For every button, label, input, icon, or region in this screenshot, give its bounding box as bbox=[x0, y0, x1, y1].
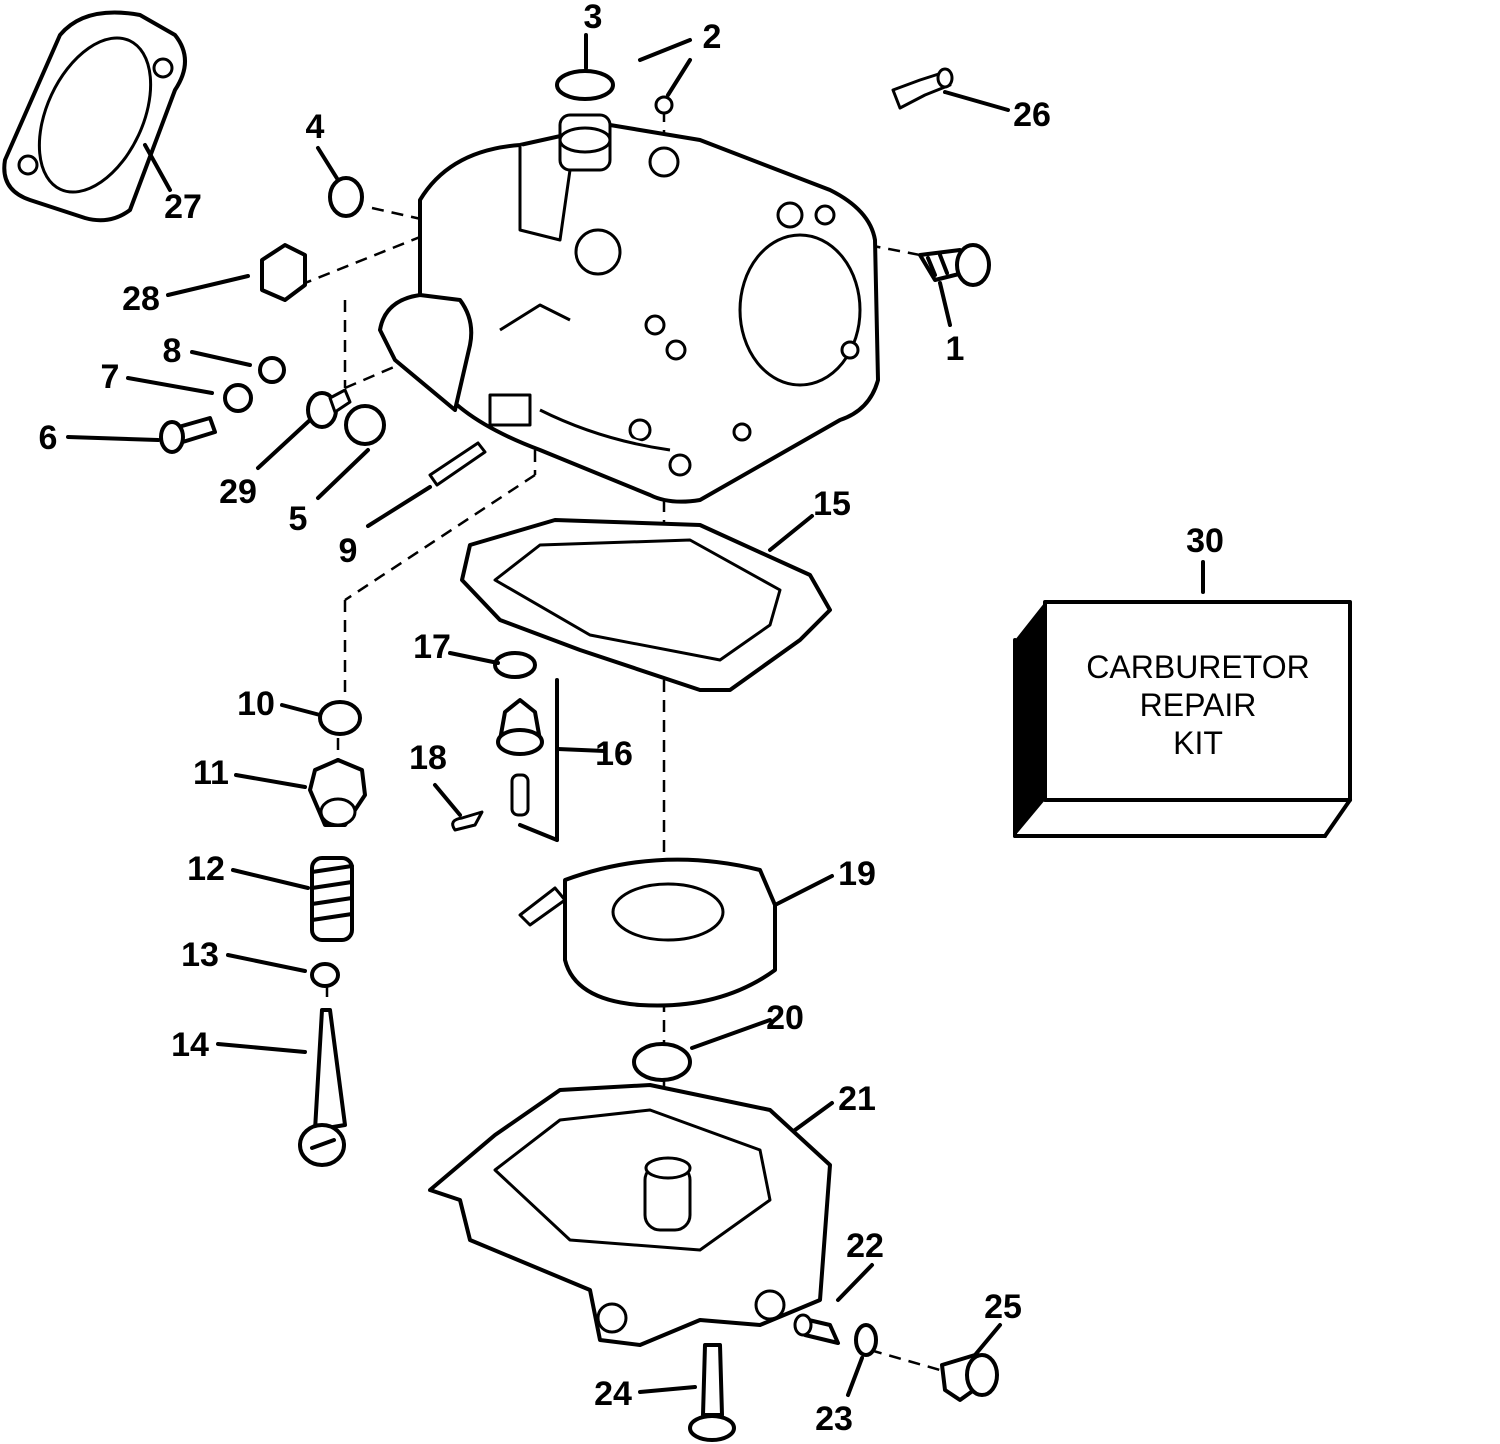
kit-label-line3: KIT bbox=[1173, 725, 1223, 761]
callout-10: 10 bbox=[237, 685, 275, 723]
float-bowl-21 bbox=[428, 1083, 832, 1347]
callout-25: 25 bbox=[984, 1288, 1022, 1326]
callout-23: 23 bbox=[815, 1400, 853, 1438]
float-19 bbox=[518, 857, 777, 1008]
callout-19: 19 bbox=[838, 855, 876, 893]
kit-label-line1: CARBURETOR bbox=[1086, 649, 1309, 685]
screw-1 bbox=[918, 243, 991, 287]
callout-22: 22 bbox=[846, 1227, 884, 1265]
ball-2 bbox=[654, 95, 674, 115]
needle-seat-16 bbox=[496, 678, 559, 842]
callout-26: 26 bbox=[1013, 96, 1051, 134]
carburetor-body bbox=[378, 113, 880, 504]
nut-28 bbox=[260, 243, 307, 302]
callout-4: 4 bbox=[306, 108, 325, 146]
callout-20: 20 bbox=[766, 999, 804, 1037]
repair-kit-box: CARBURETOR REPAIR KIT bbox=[1013, 600, 1352, 838]
gasket-27 bbox=[2, 10, 187, 223]
gasket-23 bbox=[854, 1323, 878, 1357]
bushing-11 bbox=[308, 758, 367, 827]
callout-14: 14 bbox=[171, 1026, 209, 1064]
callout-11: 11 bbox=[193, 754, 229, 792]
spring-12 bbox=[310, 856, 354, 942]
callout-16: 16 bbox=[595, 735, 633, 773]
screw-6 bbox=[159, 416, 217, 454]
o-ring-4 bbox=[328, 176, 364, 218]
callout-5: 5 bbox=[289, 500, 308, 538]
o-ring-13 bbox=[310, 962, 340, 988]
washer-20 bbox=[632, 1042, 692, 1082]
callout-17: 17 bbox=[413, 628, 451, 666]
callout-6: 6 bbox=[39, 419, 58, 457]
callout-30: 30 bbox=[1186, 522, 1224, 560]
callout-2: 2 bbox=[703, 18, 722, 56]
washer-7 bbox=[223, 383, 253, 413]
callout-27: 27 bbox=[164, 188, 202, 226]
washer-5 bbox=[344, 404, 386, 446]
callout-15: 15 bbox=[813, 485, 851, 523]
plug-22 bbox=[793, 1313, 840, 1345]
callout-7: 7 bbox=[101, 358, 120, 396]
washer-17 bbox=[493, 651, 537, 679]
pin-9 bbox=[428, 441, 487, 487]
callout-1: 1 bbox=[946, 330, 965, 368]
gasket-10 bbox=[318, 700, 362, 736]
callout-9: 9 bbox=[339, 532, 358, 570]
callout-18: 18 bbox=[409, 739, 447, 777]
leader-lines bbox=[66, 33, 1205, 1397]
callout-28: 28 bbox=[122, 280, 160, 318]
plug-3 bbox=[555, 69, 615, 101]
callout-13: 13 bbox=[181, 936, 219, 974]
kit-label-line2: REPAIR bbox=[1140, 687, 1257, 723]
plug-screw-25 bbox=[940, 1353, 999, 1402]
needle-valve-14 bbox=[298, 1008, 347, 1167]
callout-3: 3 bbox=[584, 0, 603, 36]
clip-18 bbox=[451, 810, 484, 832]
callout-8: 8 bbox=[163, 332, 182, 370]
fitting-26 bbox=[891, 67, 954, 110]
screw-24 bbox=[688, 1343, 736, 1442]
callout-21: 21 bbox=[838, 1080, 876, 1118]
link-29 bbox=[306, 388, 352, 429]
callout-29: 29 bbox=[219, 473, 257, 511]
gasket-15 bbox=[460, 518, 832, 692]
lockwasher-8 bbox=[258, 356, 286, 384]
callout-labels: 1 2 3 4 5 6 7 8 9 10 11 12 13 14 15 16 1… bbox=[39, 0, 1224, 1438]
callout-24: 24 bbox=[594, 1375, 632, 1413]
callout-12: 12 bbox=[187, 850, 225, 888]
